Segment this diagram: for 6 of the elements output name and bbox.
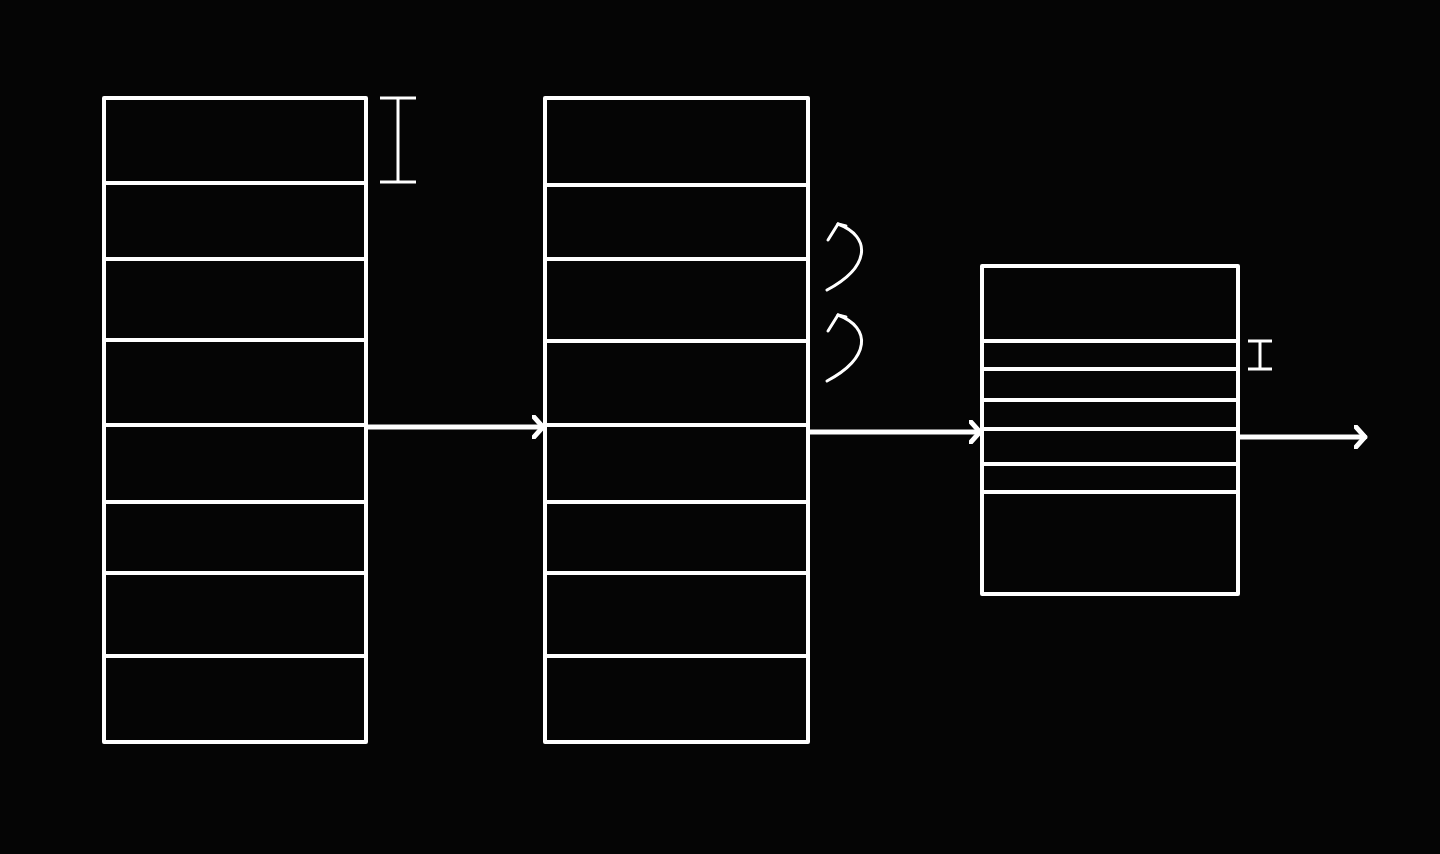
- striped-box: [543, 96, 810, 744]
- arrow: [365, 413, 546, 441]
- striped-box: [980, 264, 1240, 596]
- arrow: [807, 418, 983, 446]
- striped-box: [102, 96, 368, 744]
- arrow: [1237, 423, 1368, 451]
